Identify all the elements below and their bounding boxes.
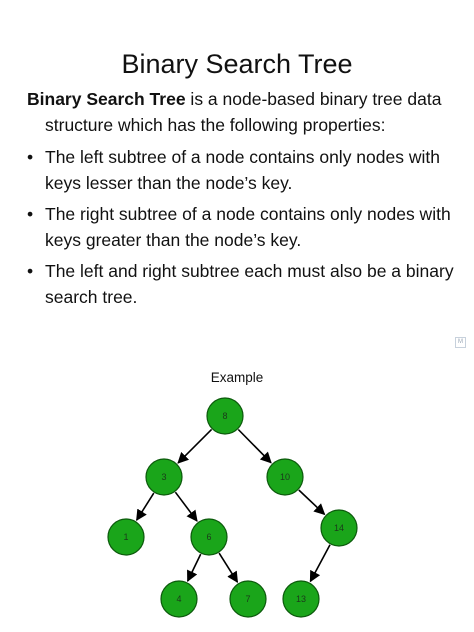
intro-paragraph: Binary Search Tree is a node-based binar… — [27, 86, 467, 138]
tree-edge-8-to-3 — [177, 428, 213, 464]
tree-edge-8-to-10 — [237, 428, 272, 464]
tree-node-1: 1 — [107, 518, 145, 556]
tree-node-circle — [160, 580, 198, 618]
property-list: • The left subtree of a node contains onl… — [27, 144, 467, 310]
node-layer: 8 3 10 1 6 14 4 7 13 — [107, 397, 358, 618]
tree-node-8: 8 — [206, 397, 244, 435]
tree-node-circle — [266, 458, 304, 496]
tree-node-label: 7 — [245, 594, 250, 604]
tree-edge-6-to-7 — [218, 552, 239, 584]
tree-node-circle — [107, 518, 145, 556]
tree-edge-6-to-4 — [186, 553, 202, 583]
tree-node-circle — [190, 518, 228, 556]
property-item-recursive: • The left and right subtree each must al… — [27, 258, 467, 310]
tree-edge-3-to-6 — [174, 491, 198, 522]
corner-marker-icon: M — [455, 337, 466, 348]
property-item-right-subtree: • The right subtree of a node contains on… — [27, 201, 467, 253]
tree-node-6: 6 — [190, 518, 228, 556]
intro-text: is a node-based binary tree data structu… — [45, 89, 442, 135]
tree-node-label: 6 — [206, 532, 211, 542]
tree-node-label: 8 — [222, 411, 227, 421]
intro-term: Binary Search Tree — [27, 89, 186, 109]
tree-node-label: 1 — [123, 532, 128, 542]
tree-node-10: 10 — [266, 458, 304, 496]
tree-node-13: 13 — [282, 580, 320, 618]
edge-layer — [136, 428, 331, 584]
tree-node-4: 4 — [160, 580, 198, 618]
bullet-icon: • — [27, 261, 34, 281]
tree-node-label: 13 — [296, 594, 306, 604]
tree-node-label: 3 — [161, 472, 166, 482]
tree-node-circle — [145, 458, 183, 496]
slide-body: Binary Search Tree is a node-based binar… — [27, 86, 467, 315]
property-text: The left subtree of a node contains only… — [45, 147, 440, 193]
page-title: Binary Search Tree — [121, 49, 353, 80]
tree-node-3: 3 — [145, 458, 183, 496]
tree-node-label: 4 — [176, 594, 181, 604]
tree-edge-14-to-13 — [309, 544, 331, 583]
tree-node-circle — [320, 509, 358, 547]
tree-node-label: 14 — [334, 523, 344, 533]
tree-node-circle — [229, 580, 267, 618]
tree-node-7: 7 — [229, 580, 267, 618]
tree-node-circle — [206, 397, 244, 435]
tree-caption: Example — [210, 370, 264, 385]
property-item-left-subtree: • The left subtree of a node contains onl… — [27, 144, 467, 196]
tree-canvas: 8 3 10 1 6 14 4 7 13 — [107, 397, 358, 618]
bullet-icon: • — [27, 204, 34, 224]
bullet-icon: • — [27, 147, 34, 167]
tree-edge-10-to-14 — [298, 489, 326, 516]
property-text: The right subtree of a node contains onl… — [45, 204, 451, 250]
tree-node-circle — [282, 580, 320, 618]
binary-search-tree-diagram: 8 3 10 1 6 14 4 7 13 — [0, 380, 474, 630]
property-text: The left and right subtree each must als… — [45, 261, 454, 307]
tree-node-14: 14 — [320, 509, 358, 547]
tree-edge-3-to-1 — [136, 492, 155, 522]
tree-node-label: 10 — [280, 472, 290, 482]
